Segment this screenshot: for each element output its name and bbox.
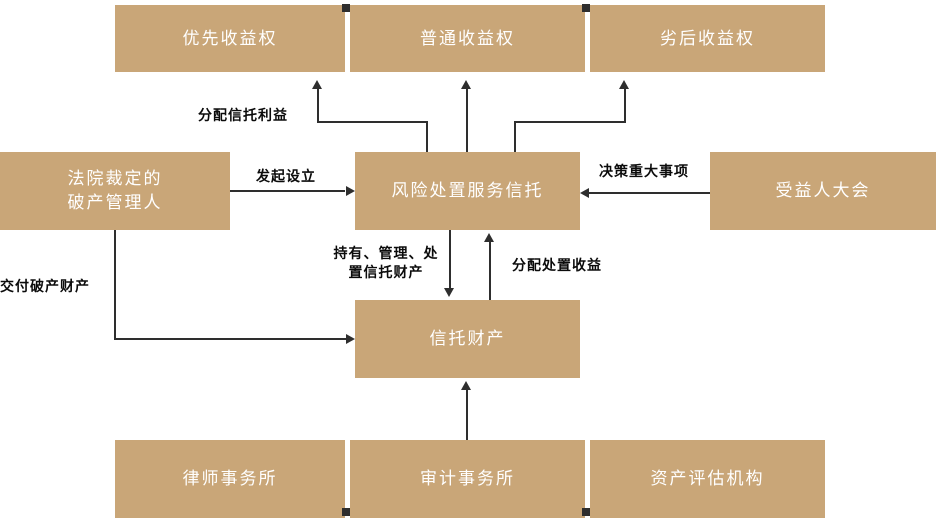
arrow-up-icon [619, 80, 629, 89]
box-bankruptcy-administrator: 法院裁定的 破产管理人 [0, 152, 230, 230]
connector-trust-to-subordinate-seg3 [624, 89, 626, 122]
box-audit-firm: 审计事务所 [350, 440, 585, 518]
connector-agencies-to-property [466, 390, 468, 440]
connector-trust-to-priority-seg2 [317, 121, 428, 123]
box-label: 资产评估机构 [650, 469, 765, 488]
label-line1: 持有、管理、处 [333, 245, 439, 261]
box-ordinary-beneficiary-right: 普通收益权 [350, 5, 585, 72]
box-label: 受益人大会 [775, 181, 871, 200]
box-label-line2: 破产管理人 [67, 193, 163, 212]
connector-trust-to-priority-seg3 [317, 89, 319, 122]
label-distribute-trust-benefits: 分配信托利益 [198, 107, 288, 123]
box-risk-disposal-service-trust: 风险处置服务信托 [355, 152, 580, 230]
label-decide-major-matters: 决策重大事项 [599, 163, 689, 179]
connector-trust-to-ordinary [466, 89, 468, 152]
label-distribute-disposal-proceeds: 分配处置收益 [512, 257, 602, 273]
arrow-up-icon [312, 80, 322, 89]
connector-trust-to-subordinate-seg2 [514, 121, 626, 123]
box-label: 审计事务所 [420, 469, 515, 488]
connector-admin-to-property-seg1 [114, 230, 116, 340]
connector-trust-to-property [449, 230, 451, 288]
label-line2: 置信托财产 [348, 264, 424, 280]
box-label: 优先收益权 [182, 28, 278, 48]
connector-stub [342, 4, 350, 12]
label-initiate-setup: 发起设立 [256, 168, 316, 184]
connector-meeting-to-trust [588, 192, 710, 194]
connector-admin-to-property-seg2 [114, 338, 346, 340]
box-label: 风险处置服务信托 [391, 181, 544, 200]
arrow-up-icon [461, 80, 471, 89]
box-asset-appraisal-agency: 资产评估机构 [590, 440, 825, 518]
box-law-firm: 律师事务所 [115, 440, 345, 518]
connector-property-to-trust [489, 242, 491, 300]
connector-admin-to-trust [230, 190, 345, 192]
connector-trust-to-priority-seg1 [426, 121, 428, 152]
connector-stub [582, 508, 590, 516]
box-beneficiary-meeting: 受益人大会 [710, 152, 936, 230]
arrow-up-icon [484, 233, 494, 242]
box-label-line1: 法院裁定的 [67, 169, 163, 188]
box-label: 普通收益权 [420, 28, 515, 48]
arrow-left-icon [580, 188, 589, 198]
connector-trust-to-subordinate-seg1 [514, 121, 516, 152]
connector-stub [582, 4, 590, 12]
connector-stub [342, 508, 350, 516]
label-deliver-bankruptcy-assets: 交付破产财产 [0, 278, 90, 294]
arrow-right-icon [346, 186, 355, 196]
arrow-right-icon [346, 334, 355, 344]
box-label: 信托财产 [429, 329, 506, 348]
box-trust-property: 信托财产 [355, 300, 580, 378]
box-priority-beneficiary-right: 优先收益权 [115, 5, 345, 72]
arrow-up-icon [461, 381, 471, 390]
arrow-down-icon [444, 288, 454, 297]
box-label: 劣后收益权 [660, 28, 755, 48]
box-label: 律师事务所 [182, 469, 278, 488]
box-subordinate-beneficiary-right: 劣后收益权 [590, 5, 825, 72]
label-hold-manage-dispose: 持有、管理、处 置信托财产 [332, 244, 440, 282]
